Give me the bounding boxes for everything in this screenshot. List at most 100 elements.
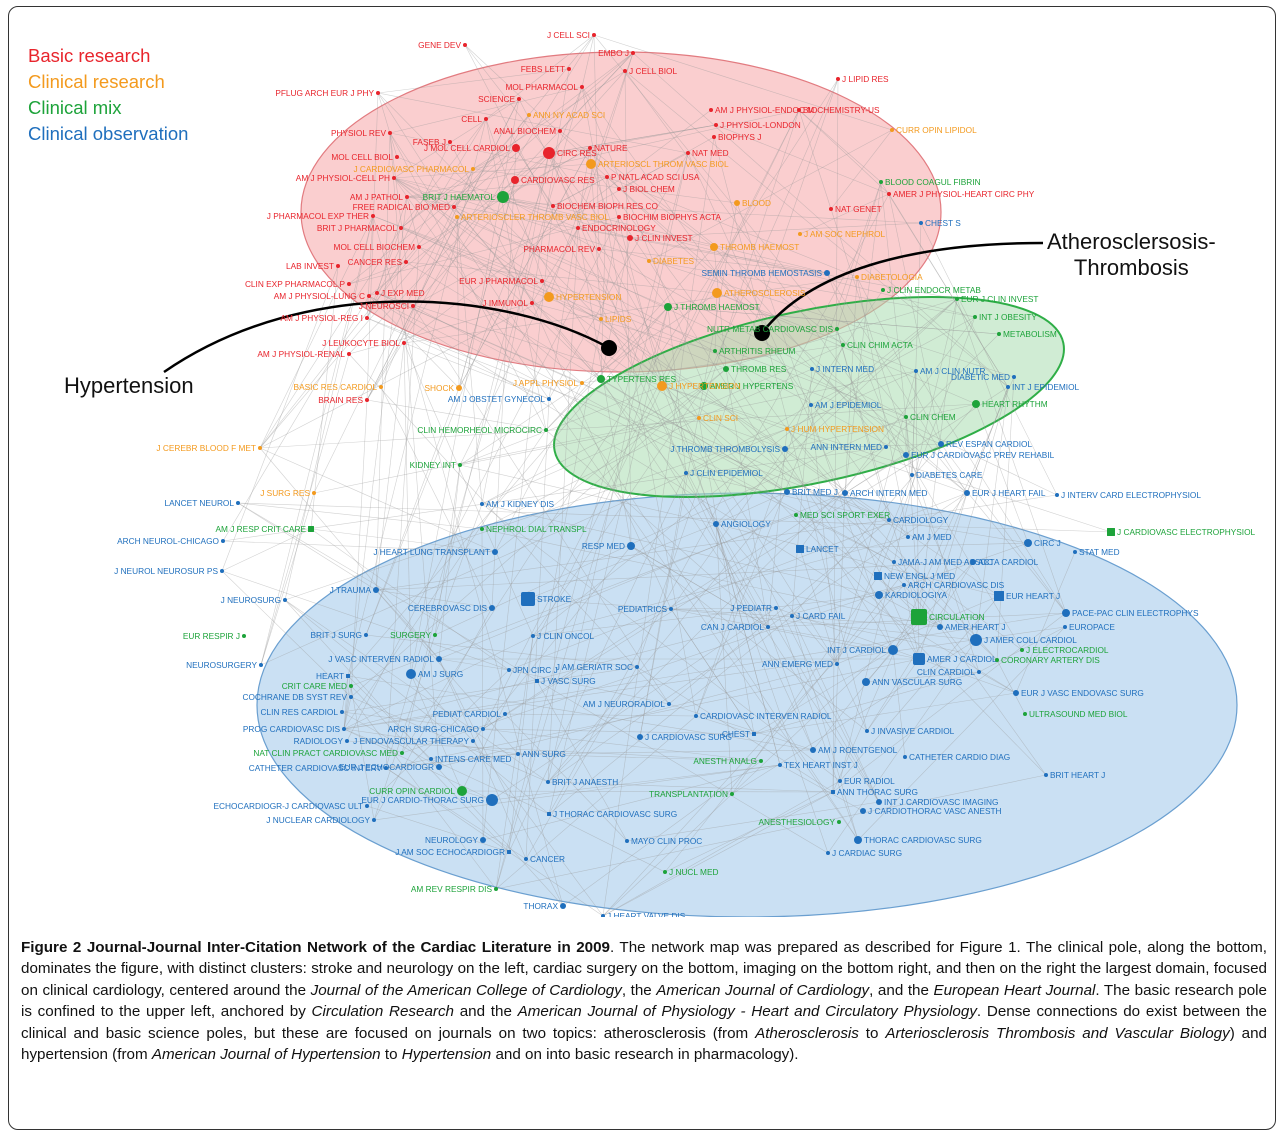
journal-node-label: CIRC RES [557,148,597,158]
journal-node-label: ARTERIOSCL THROM VASC BIOL [598,159,729,169]
journal-node: AM J MED [906,532,952,542]
citation-link [996,376,1015,661]
journal-node: ATHEROSCLEROSIS [712,288,806,298]
citation-link [504,713,628,842]
citation-links [221,34,1112,917]
citation-link [581,86,705,387]
journal-node-marker [875,591,883,599]
journal-node: ANN VASCULAR SURG [862,677,962,687]
journal-node-marker [906,535,910,539]
category-legend: Basic research Clinical research Clinica… [28,43,188,147]
caption-text: and on into basic research in pharmacolo… [491,1046,799,1064]
citation-link [284,215,374,601]
citation-link [810,404,838,665]
citation-link [753,649,894,735]
journal-node-label: P NATL ACAD SCI USA [611,172,700,182]
journal-node-marker [586,159,596,169]
journal-node-marker [1107,528,1115,536]
citation-link [630,545,769,628]
citation-link [403,342,412,675]
journal-node: PEDIAT CARDIOL [433,709,507,719]
journal-node-label: DIABETES CARE [916,470,983,480]
citation-link [865,671,980,683]
citation-link [366,114,530,401]
citation-link [589,147,602,320]
journal-node-marker [242,634,246,638]
journal-node-marker [1013,690,1019,696]
journal-node: CLIN SCI [697,413,738,423]
journal-node: THROMB RES [723,364,787,374]
journal-node-marker [914,369,918,373]
journal-node: AM J PHYSIOL-RENAL [257,349,351,359]
journal-node: HEART RHYTHM [972,399,1048,409]
journal-node-label: CHEST [722,729,750,739]
journal-node-marker [349,684,353,688]
journal-node-label: ANGIOLOGY [721,519,771,529]
journal-node-label: J VASC SURG [541,676,596,686]
journal-node-label: CATHETER CARDIO DIAG [909,752,1010,762]
journal-node-label: EMBO J [598,48,629,58]
journal-node-marker [567,67,571,71]
citation-link [857,626,1066,841]
citation-link [221,265,339,572]
citation-link [670,448,786,610]
journal-node-label: CURR OPIN CARDIOL [369,786,455,796]
citation-link [406,176,608,198]
citation-link [372,215,907,418]
citation-link [799,193,890,235]
journal-node: AM J OBSTET GYNECOL [448,394,551,404]
citation-link [485,118,550,298]
citation-link [547,152,689,783]
citation-link [259,246,420,449]
citation-link [449,141,533,304]
citation-link [531,302,716,352]
journal-node-marker [972,400,980,408]
citation-link [878,594,941,628]
citation-link [844,454,907,494]
caption-title: Figure 2 Journal-Journal Inter-Citation … [21,939,610,956]
citation-link [939,626,1047,776]
citation-link [482,728,755,735]
journal-node-label: INT J CARDIOVASC IMAGING [884,797,998,807]
journal-node-label: J SURG RES [260,488,310,498]
citation-link [372,215,942,445]
journal-node-marker [617,187,621,191]
journal-node-label: J CEREBR BLOOD F MET [156,443,256,453]
citation-link [527,598,941,628]
journal-node-label: AM J OBSTET GYNECOL [448,394,546,404]
journal-node-marker [994,591,1004,601]
citation-link [482,764,781,841]
journal-node: J LEUKOCYTE BIOL [322,338,406,348]
citation-link [366,317,890,521]
citation-link [481,417,700,530]
journal-node-label: BLOOD COAGUL FIBRIN [885,177,981,187]
citation-link [495,635,534,890]
citation-link [562,760,762,907]
citation-link [905,454,1023,651]
journal-node-label: SURGERY [390,630,431,640]
journal-node-label: FREE RADICAL BIO MED [353,202,450,212]
journal-node-marker [527,113,531,117]
citation-link [670,608,977,641]
journal-node-label: J HEART LUNG TRANSPLANT [373,547,490,557]
citation-link [350,399,368,698]
journal-node: BRIT HEART J [1044,770,1105,780]
citation-link [406,196,420,248]
journal-node: J INTERN MED [810,364,874,374]
journal-node-label: EUR J CLIN INVEST [961,294,1038,304]
citation-link [698,417,755,735]
citation-link [366,669,510,807]
journal-node: ANN INTERN MED [811,442,888,452]
journal-node-label: COCHRANE DB SYST REV [242,692,347,702]
citation-link [966,386,1009,494]
journal-node: ANN NY ACAD SCI [527,110,605,120]
journal-node: BLOOD COAGUL FIBRIN [879,177,981,187]
citation-link [438,658,564,907]
journal-node-label: NEPHROL DIAL TRANSPL [486,524,587,534]
citation-link [481,344,844,505]
caption-text: and the [454,1003,518,1021]
journal-node: ACTA CARDIOL [970,557,1039,567]
citation-link [836,328,890,521]
citation-link [602,791,834,917]
citation-link [348,353,670,705]
